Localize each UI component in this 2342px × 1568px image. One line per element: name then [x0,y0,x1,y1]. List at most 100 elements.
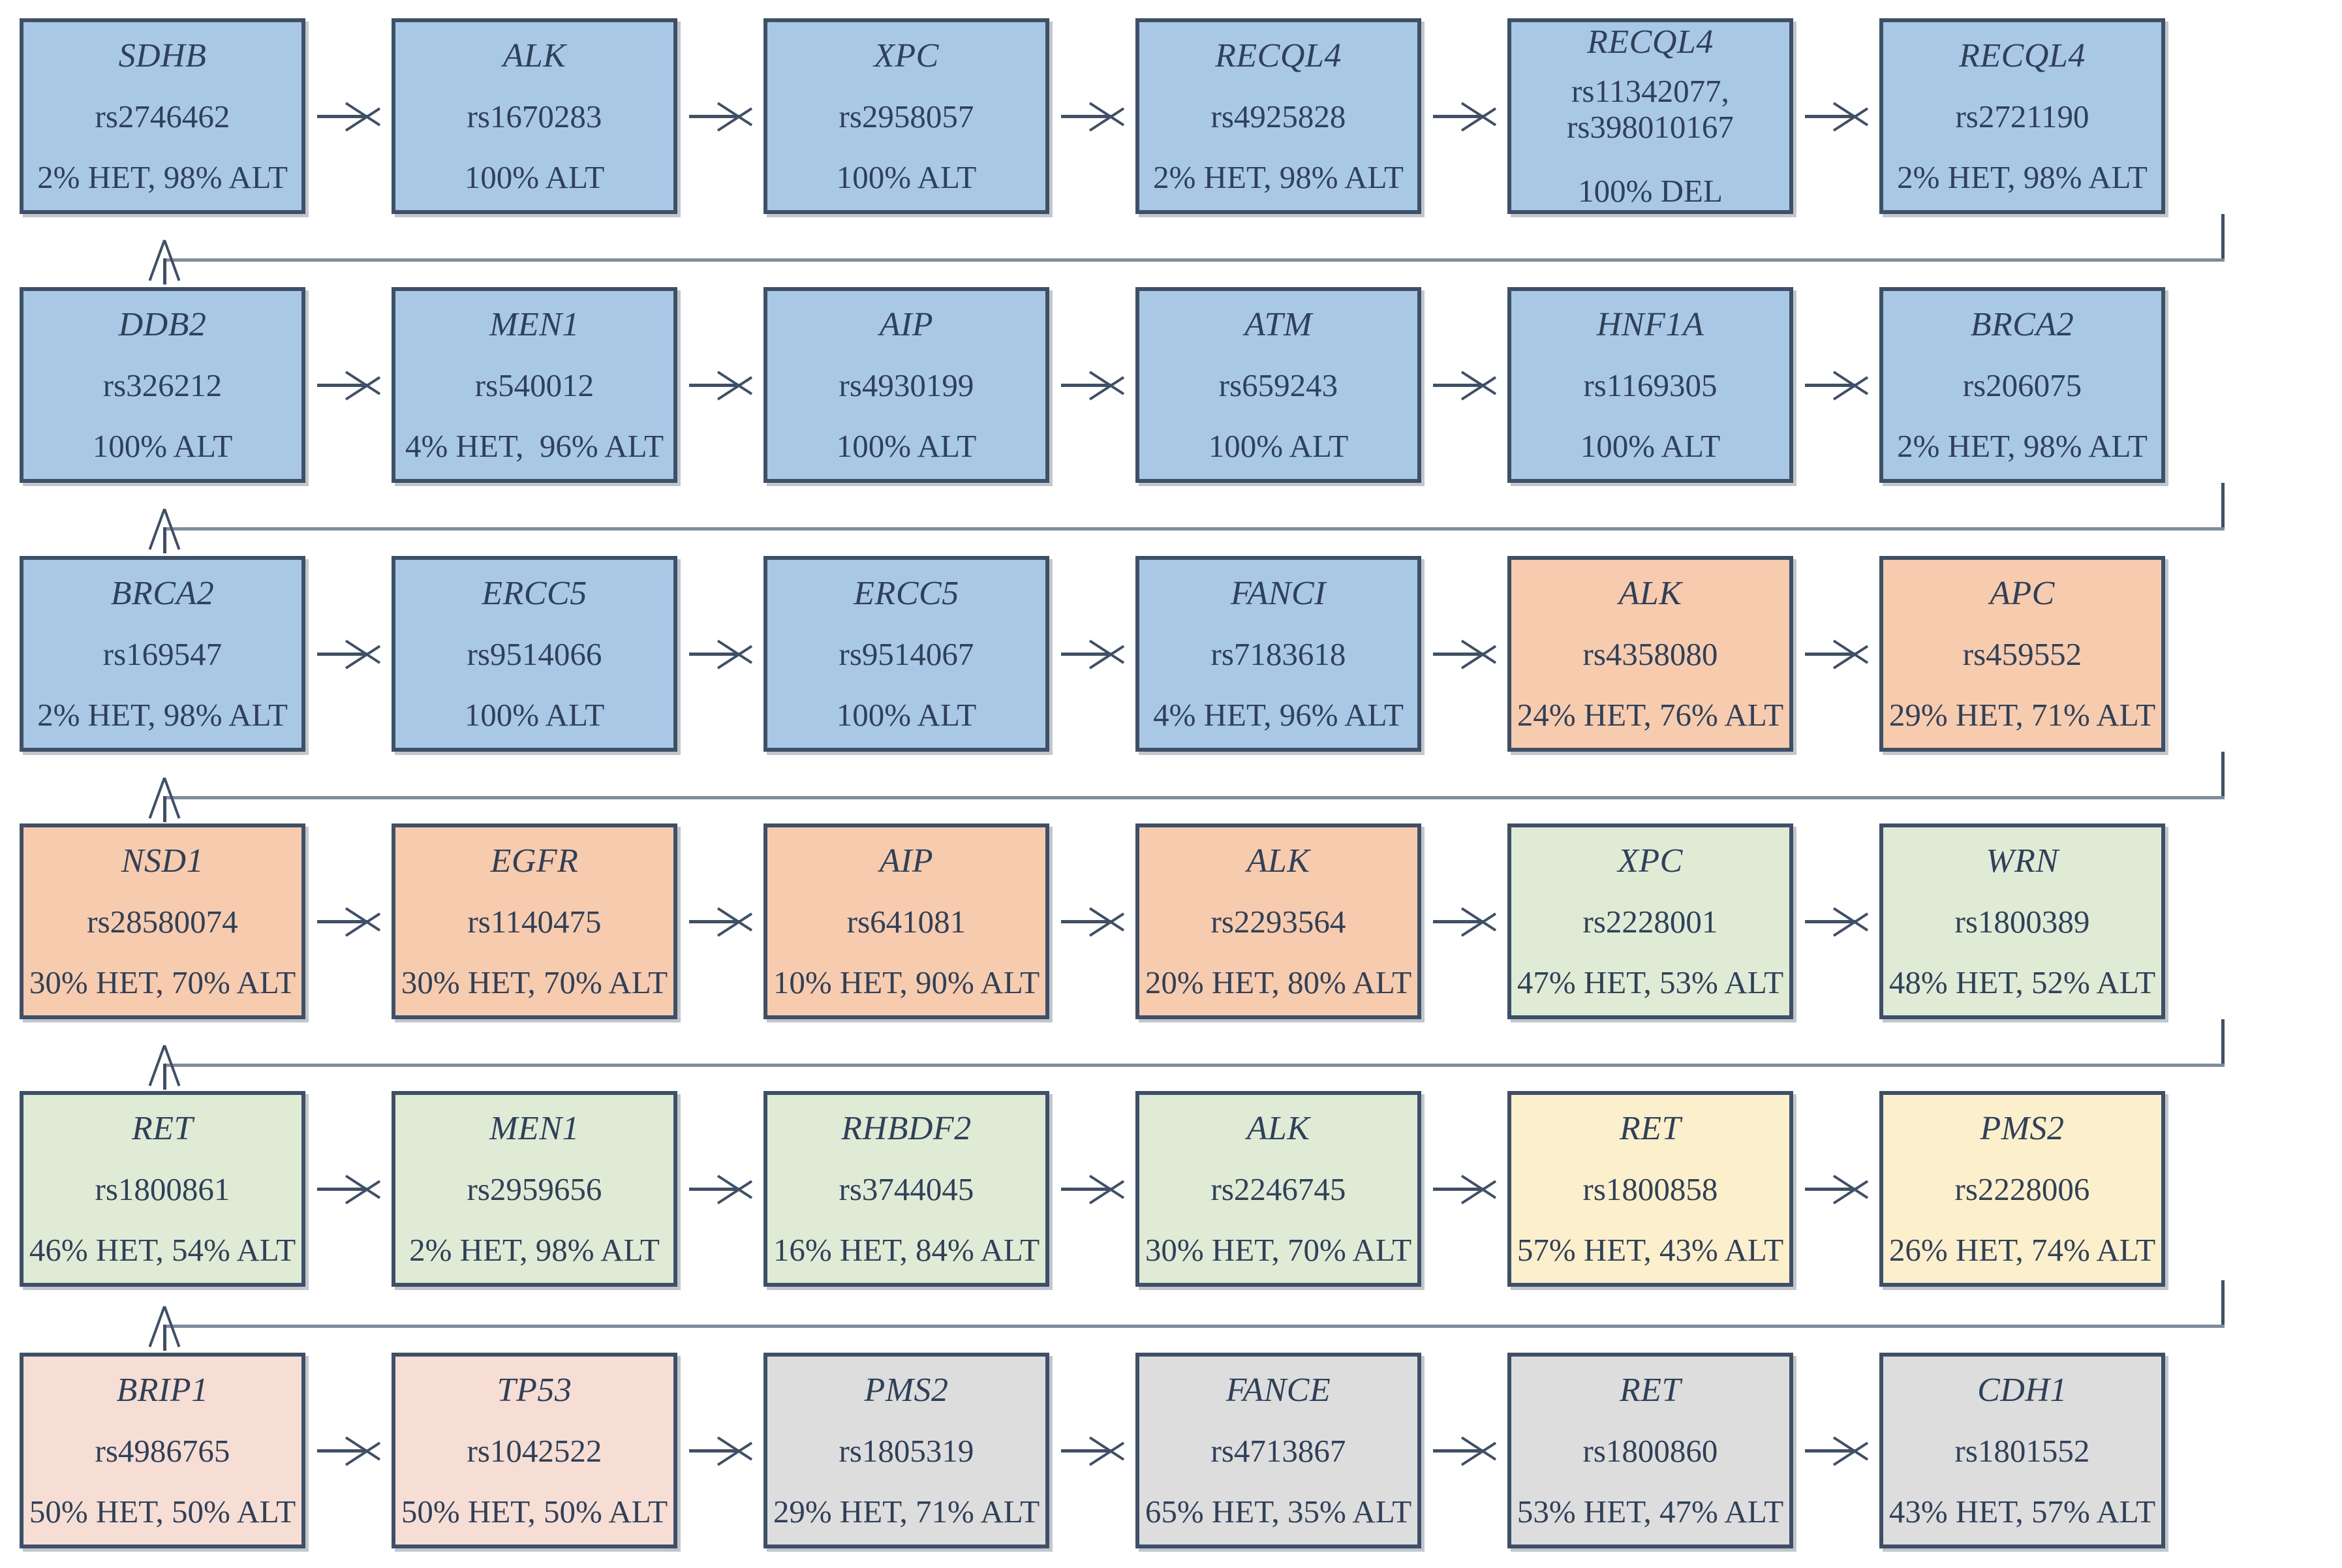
gene-label: RECQL4 [1587,23,1714,61]
rs-id-label: rs1800860 [1582,1433,1718,1469]
rs-id-label: rs7183618 [1210,636,1346,673]
rs-id-label: rs1801552 [1954,1433,2090,1469]
rs-id-label: rs4358080 [1582,636,1718,673]
gene-label: RECQL4 [1959,37,2086,75]
arrow-right-icon [1421,556,1507,752]
gene-label: PMS2 [1980,1110,2065,1148]
gene-label: ERCC5 [482,575,587,613]
gene-label: MEN1 [489,306,579,344]
rs-id-label: rs1140475 [467,904,602,940]
gene-label: BRCA2 [110,575,215,613]
rs-id-label: rs4713867 [1210,1433,1346,1469]
gene-label: WRN [1986,842,2059,880]
rs-id-label: rs4925828 [1210,99,1346,135]
rs-id-label: rs2958057 [839,99,974,135]
arrow-right-icon [1049,287,1135,483]
gene-label: RET [1620,1110,1681,1148]
gene-label: TP53 [497,1372,572,1409]
rs-id-label: rs540012 [474,367,594,404]
arrow-right-icon [305,1353,392,1548]
gene-label: EGFR [490,842,579,880]
rs-id-label: rs11342077, rs398010167 [1567,72,1734,145]
gene-label: ATM [1244,306,1312,344]
gene-label: ERCC5 [854,575,959,613]
arrow-right-icon [305,823,392,1019]
arrow-right-icon [1793,823,1879,1019]
rs-id-label: rs1800858 [1582,1171,1718,1208]
arrow-right-icon [677,1091,763,1287]
genotype-frequency-label: 57% HET, 43% ALT [1517,1231,1784,1268]
rs-id-label: rs1805319 [839,1433,974,1469]
arrow-right-icon [1793,287,1879,483]
rs-id-label: rs2246745 [1210,1171,1346,1208]
arrow-right-icon [305,18,392,214]
genotype-frequency-label: 50% HET, 50% ALT [29,1493,296,1530]
gene-label: XPC [874,37,939,75]
genotype-frequency-label: 65% HET, 35% ALT [1145,1493,1412,1530]
genotype-frequency-label: 100% ALT [836,427,977,464]
genotype-frequency-label: 100% ALT [836,159,977,195]
genotype-frequency-label: 10% HET, 90% ALT [773,964,1040,1000]
variant-node[interactable]: CDH1 rs1801552 43% HET, 57% ALT [1879,1353,2165,1548]
rs-id-label: rs326212 [102,367,223,404]
variant-node[interactable]: MEN1 rs2959656 2% HET, 98% ALT [392,1091,677,1287]
genotype-frequency-label: 2% HET, 98% ALT [1897,159,2148,195]
variant-node[interactable]: XPC rs2958057 100% ALT [763,18,1049,214]
variant-node[interactable]: RET rs1800858 57% HET, 43% ALT [1507,1091,1793,1287]
genotype-frequency-label: 2% HET, 98% ALT [409,1231,660,1268]
genotype-frequency-label: 43% HET, 57% ALT [1888,1493,2156,1530]
gene-label: RET [1620,1372,1681,1409]
gene-label: RET [132,1110,193,1148]
rs-id-label: rs659243 [1218,367,1338,404]
gene-label: CDH1 [1977,1372,2067,1409]
arrow-right-icon [1421,823,1507,1019]
rs-id-label: rs3744045 [839,1171,974,1208]
gene-label: MEN1 [489,1110,579,1148]
genotype-frequency-label: 29% HET, 71% ALT [1888,696,2156,733]
rs-id-label: rs2959656 [467,1171,602,1208]
rs-id-label: rs28580074 [87,904,238,940]
arrow-right-icon [305,287,392,483]
rs-id-label: rs2746462 [95,99,230,135]
genotype-frequency-label: 2% HET, 98% ALT [1153,159,1404,195]
arrow-right-icon [1421,1091,1507,1287]
